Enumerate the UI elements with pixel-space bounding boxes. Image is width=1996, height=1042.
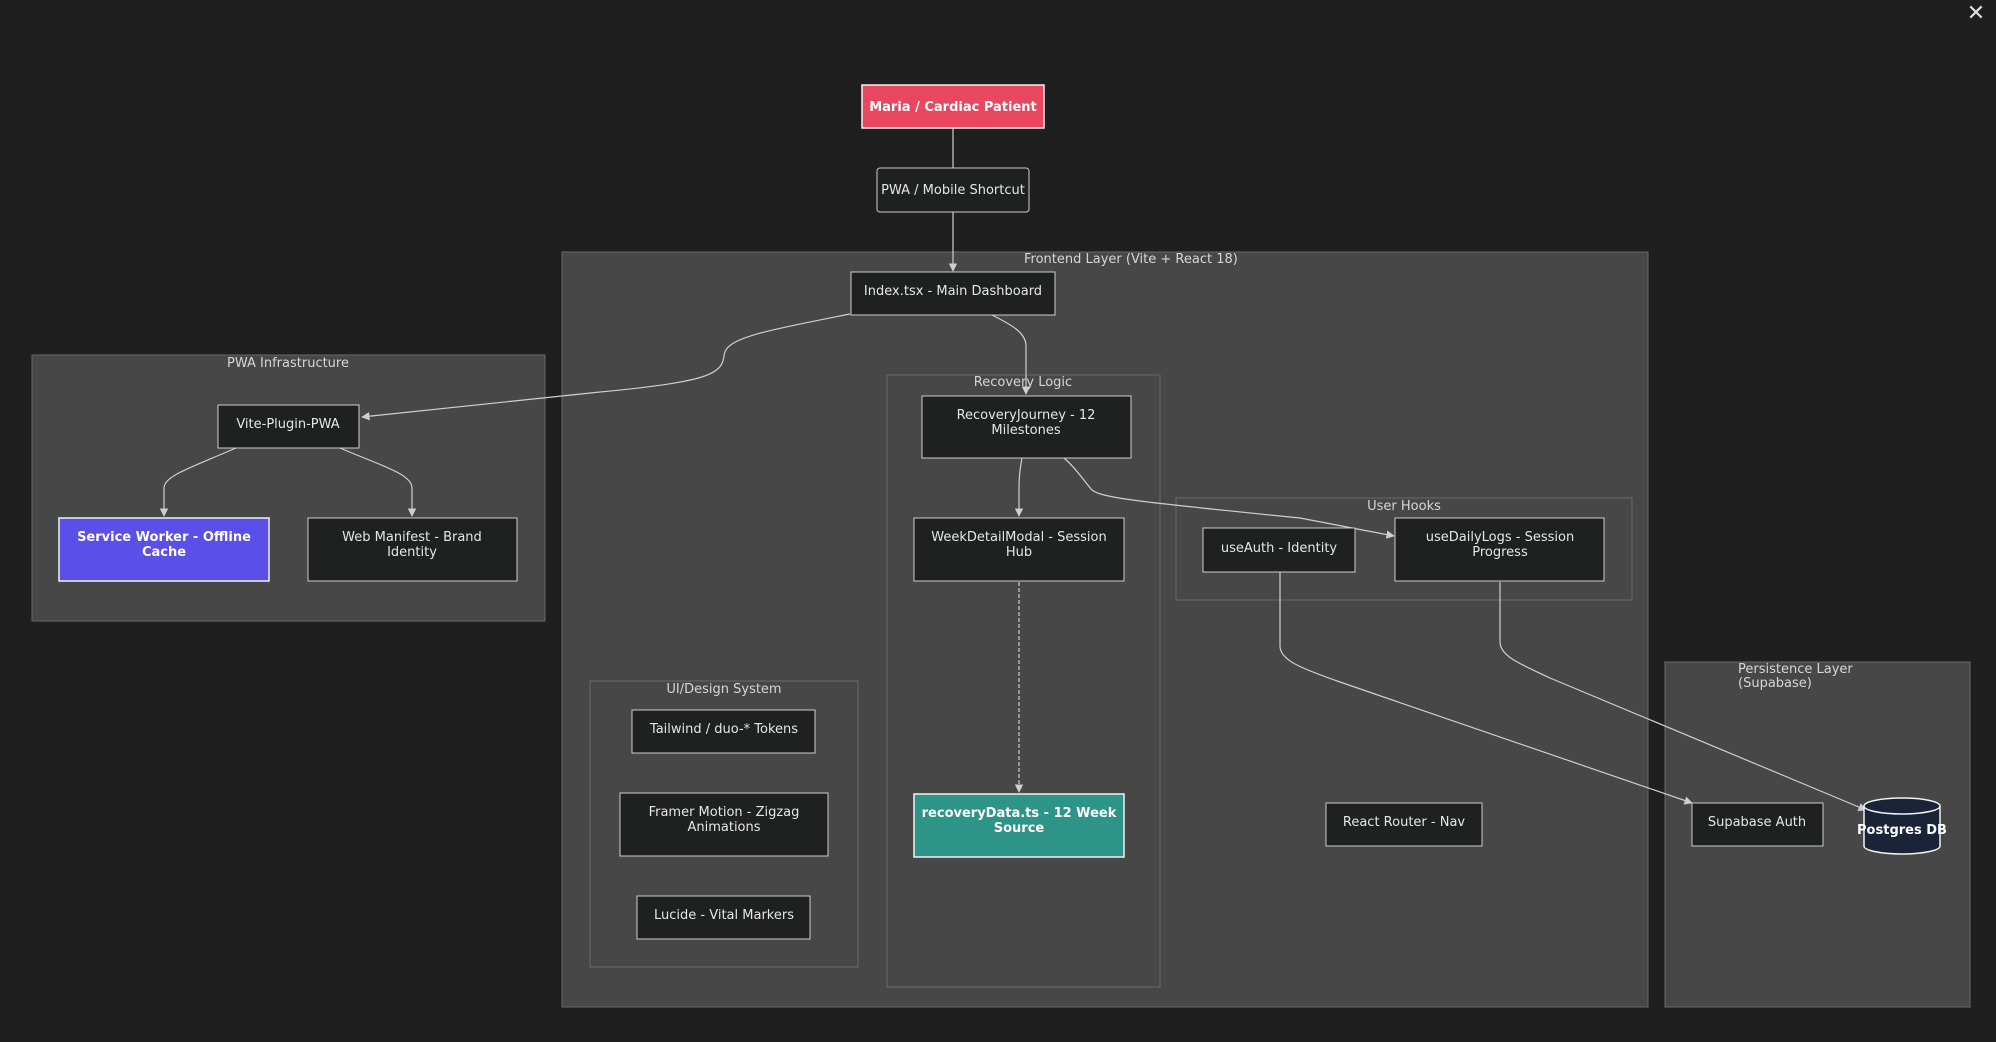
edge-journey-to-week-detail [1014, 457, 1024, 517]
node-vite-plugin-label: Vite-Plugin-PWA [236, 417, 339, 432]
node-lucide-label: Lucide - Vital Markers [654, 908, 794, 923]
edge-index-to-recovery-journey [991, 314, 1031, 395]
node-use-daily-logs-label-1: useDailyLogs - Session [1426, 530, 1574, 545]
node-pwa-shortcut[interactable]: PWA / Mobile Shortcut [876, 167, 1030, 213]
edge-journey-to-daily-logs [1063, 457, 1395, 539]
node-web-manifest-label-2: Identity [387, 545, 437, 560]
cluster-ui-label: UI/Design System [666, 682, 781, 697]
node-service-worker[interactable]: Service Worker - Offline Cache [58, 517, 270, 582]
edge-daily-logs-to-postgres [1499, 582, 1867, 811]
node-supabase-auth[interactable]: Supabase Auth [1691, 802, 1824, 847]
node-web-manifest-label-1: Web Manifest - Brand [342, 530, 482, 545]
cluster-pwa-label: PWA Infrastructure [227, 356, 349, 371]
node-react-router[interactable]: React Router - Nav [1325, 802, 1483, 847]
node-use-daily-logs-label-2: Progress [1472, 545, 1528, 560]
cluster-recovery-logic: Recovery Logic [886, 374, 1161, 988]
node-recovery-journey-label-1: RecoveryJourney - 12 [957, 408, 1096, 423]
close-icon[interactable]: ✕ [1966, 1, 1986, 26]
node-week-detail-label-2: Hub [1006, 545, 1032, 560]
node-week-detail-label-1: WeekDetailModal - Session [931, 530, 1106, 545]
node-framer-label-1: Framer Motion - Zigzag [649, 805, 800, 820]
cluster-recovery-label: Recovery Logic [974, 375, 1072, 390]
node-tailwind-label: Tailwind / duo-* Tokens [649, 722, 798, 737]
node-pwa-shortcut-label: PWA / Mobile Shortcut [881, 183, 1025, 198]
node-use-auth-label: useAuth - Identity [1221, 541, 1338, 556]
cluster-frontend-label: Frontend Layer (Vite + React 18) [1024, 252, 1238, 267]
edge-vite-to-service-worker [159, 447, 237, 517]
node-postgres-db[interactable]: Postgres DB [1857, 797, 1947, 855]
node-week-detail-modal[interactable]: WeekDetailModal - Session Hub [913, 517, 1125, 582]
cluster-persistence-label-2: (Supabase) [1738, 676, 1812, 691]
node-lucide[interactable]: Lucide - Vital Markers [636, 895, 811, 940]
cluster-persistence-label-1: Persistence Layer [1738, 662, 1853, 677]
node-vite-plugin-pwa[interactable]: Vite-Plugin-PWA [217, 404, 360, 449]
node-tailwind[interactable]: Tailwind / duo-* Tokens [631, 709, 816, 754]
node-framer-label-2: Animations [687, 820, 760, 835]
node-supabase-auth-label: Supabase Auth [1708, 815, 1806, 830]
node-patient-label: Maria / Cardiac Patient [869, 100, 1037, 115]
node-recovery-data-label-1: recoveryData.ts - 12 Week [922, 806, 1117, 821]
edge-use-auth-to-supabase-auth [1279, 572, 1693, 805]
node-service-worker-label-1: Service Worker - Offline [77, 530, 251, 545]
node-recovery-journey[interactable]: RecoveryJourney - 12 Milestones [921, 395, 1132, 459]
edge-index-to-vite-plugin [361, 313, 851, 421]
node-use-daily-logs[interactable]: useDailyLogs - Session Progress [1394, 517, 1605, 582]
node-postgres-label: Postgres DB [1857, 823, 1947, 838]
node-service-worker-label-2: Cache [142, 545, 186, 560]
edge-vite-to-manifest [339, 447, 417, 517]
node-index-label: Index.tsx - Main Dashboard [864, 284, 1042, 299]
node-index[interactable]: Index.tsx - Main Dashboard [850, 271, 1056, 316]
node-use-auth[interactable]: useAuth - Identity [1202, 527, 1356, 573]
cluster-user-hooks-label: User Hooks [1367, 499, 1441, 514]
node-recovery-journey-label-2: Milestones [991, 423, 1060, 438]
node-recovery-data[interactable]: recoveryData.ts - 12 Week Source [913, 793, 1125, 858]
node-framer-motion[interactable]: Framer Motion - Zigzag Animations [619, 792, 829, 857]
node-patient[interactable]: Maria / Cardiac Patient [861, 84, 1045, 129]
node-react-router-label: React Router - Nav [1343, 815, 1466, 830]
node-recovery-data-label-2: Source [994, 821, 1045, 836]
node-web-manifest[interactable]: Web Manifest - Brand Identity [307, 517, 518, 582]
edges [159, 128, 1867, 811]
